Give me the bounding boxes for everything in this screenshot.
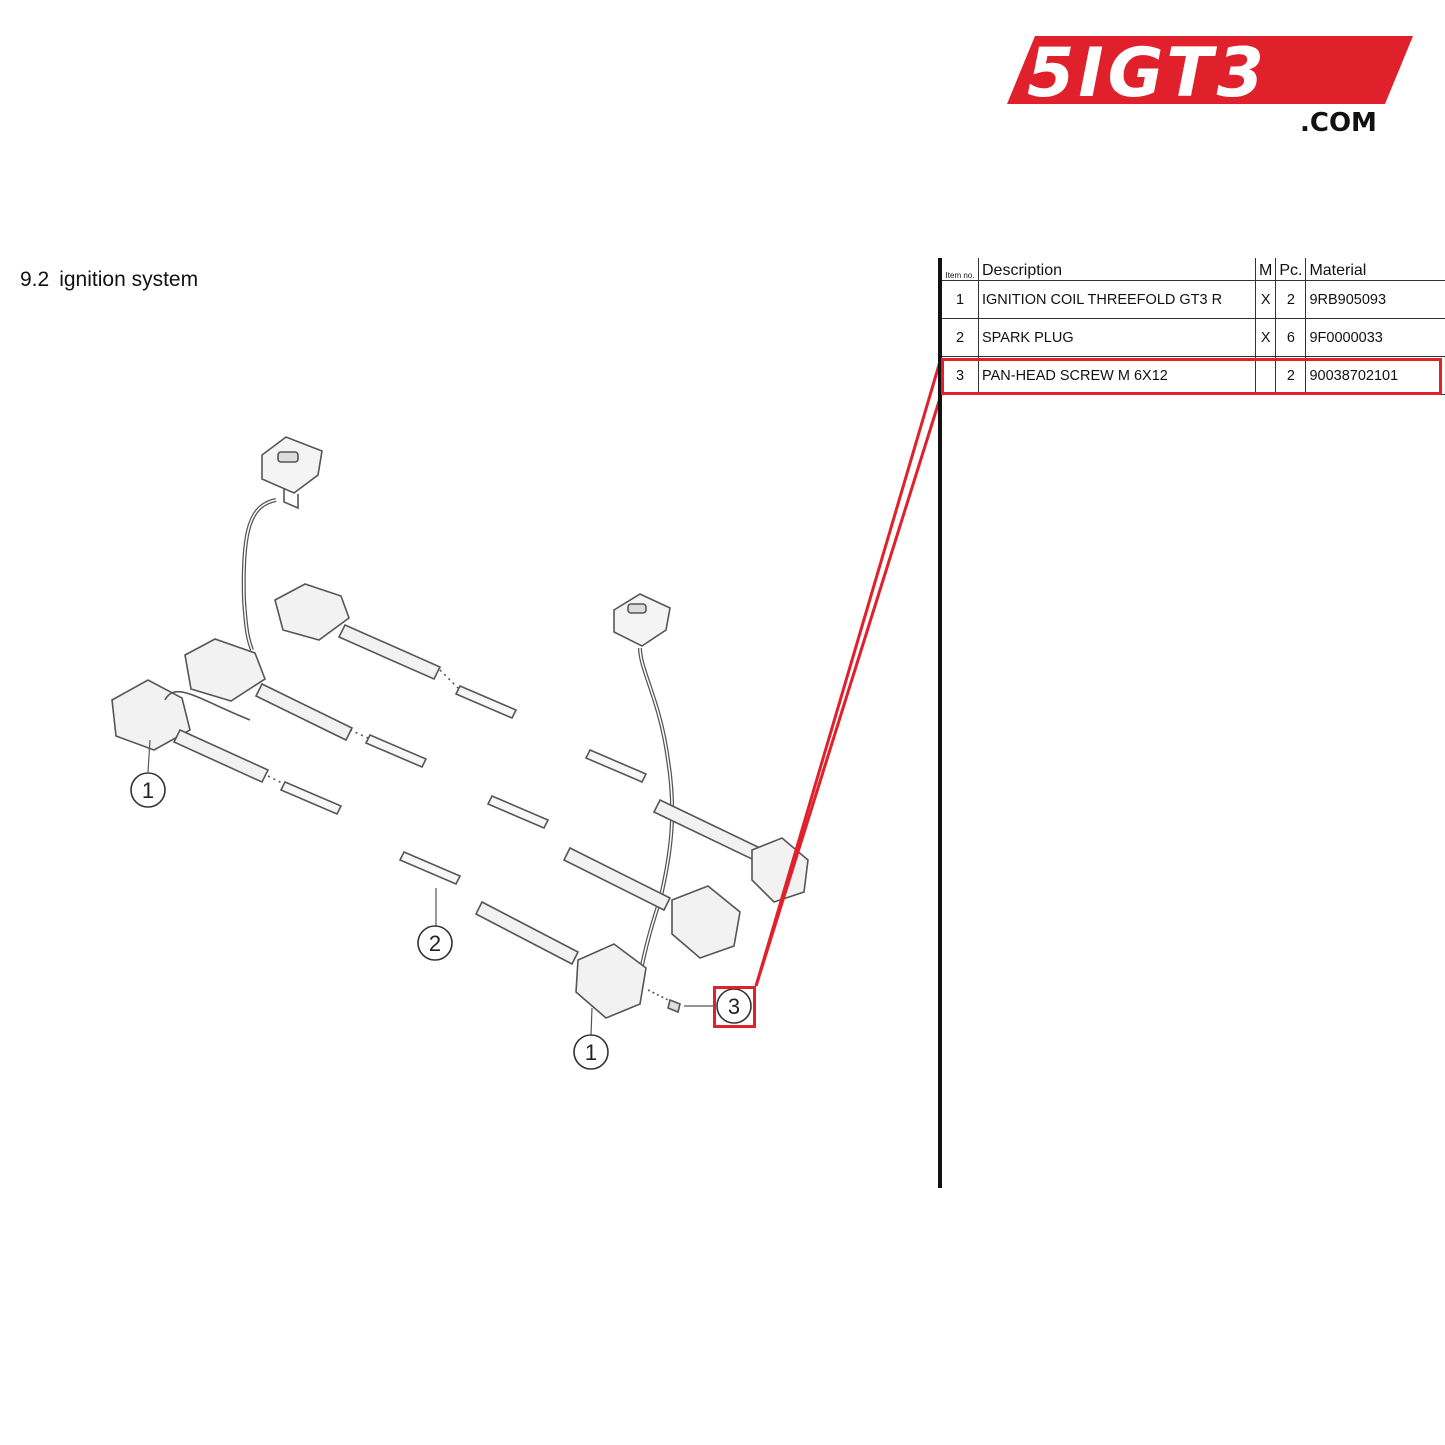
row-material: 90038702101	[1305, 356, 1445, 395]
header-item-no: Item no.	[942, 258, 979, 281]
table-left-border	[938, 258, 942, 1188]
section-number: 9.2	[20, 268, 50, 291]
highlighted-row-box	[941, 358, 1442, 395]
highlight-connector-lines	[754, 357, 943, 987]
header-m: M	[1254, 258, 1276, 281]
section-name: ignition system	[59, 268, 199, 291]
callout-3: 3	[716, 988, 752, 1024]
svg-text:2: 2	[429, 931, 441, 956]
table-row[interactable]: 2 SPARK PLUG X 6 9F0000033	[942, 318, 1445, 357]
row-item-no: 3	[942, 356, 979, 395]
logo-com-text: .COM	[1300, 108, 1377, 138]
right-coil-assembly	[474, 798, 809, 1019]
row-pc: 6	[1275, 318, 1306, 357]
callout-3-highlight-box	[713, 986, 756, 1028]
parts-table-panel: Item no. Description M Pc. Material 1 IG…	[938, 258, 1445, 1188]
table-row[interactable]: 1 IGNITION COIL THREEFOLD GT3 R X 2 9RB9…	[942, 280, 1445, 319]
left-coil-assembly	[111, 583, 442, 784]
table-row-highlighted[interactable]: 3 PAN-HEAD SCREW M 6X12 2 90038702101	[942, 356, 1445, 395]
sigt3-logo: 5IGT3	[1007, 34, 1413, 113]
row-m: X	[1254, 318, 1276, 357]
left-connector	[261, 436, 323, 510]
row-material: 9RB905093	[1305, 280, 1445, 319]
row-description: PAN-HEAD SCREW M 6X12	[978, 356, 1256, 395]
row-pc: 2	[1275, 280, 1306, 319]
logo-text: 5IGT3	[1027, 34, 1268, 113]
left-cable	[241, 498, 277, 651]
callout-1-left: 1	[130, 772, 166, 808]
row-description: IGNITION COIL THREEFOLD GT3 R	[978, 280, 1256, 319]
svg-text:1: 1	[142, 778, 154, 803]
header-description: Description	[978, 258, 1256, 281]
right-connector	[613, 593, 671, 647]
right-spark-plugs	[398, 748, 648, 886]
parts-table: Item no. Description M Pc. Material 1 IG…	[942, 258, 1445, 395]
svg-text:3: 3	[728, 994, 740, 1019]
header-pc: Pc.	[1275, 258, 1306, 281]
row-m: X	[1254, 280, 1276, 319]
header-material: Material	[1305, 258, 1445, 281]
callout-2: 2	[417, 925, 453, 961]
svg-text:1: 1	[585, 1040, 597, 1065]
section-title: 9.2 ignition system	[20, 268, 198, 292]
table-header-row: Item no. Description M Pc. Material	[942, 258, 1445, 281]
row-description: SPARK PLUG	[978, 318, 1256, 357]
screw-part	[647, 989, 681, 1014]
row-material: 9F0000033	[1305, 318, 1445, 357]
left-spark-plugs	[279, 684, 518, 816]
row-item-no: 2	[942, 318, 979, 357]
row-item-no: 1	[942, 280, 979, 319]
callout-1-right: 1	[573, 1034, 609, 1070]
